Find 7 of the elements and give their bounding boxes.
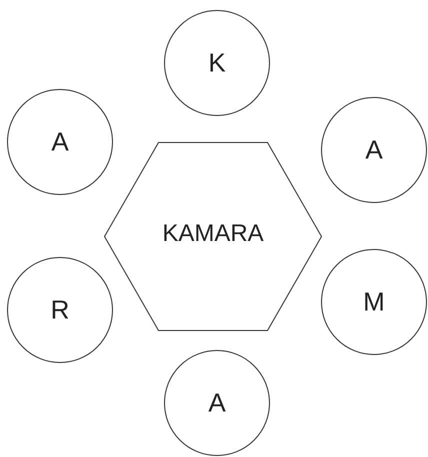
- letter-label: M: [362, 286, 386, 318]
- letter-label: A: [50, 126, 70, 158]
- letter-label: R: [50, 294, 70, 326]
- letter-label: A: [207, 388, 227, 418]
- letter-label: K: [207, 48, 227, 78]
- letter-label: A: [364, 134, 384, 166]
- center-word: KAMARA: [161, 220, 265, 248]
